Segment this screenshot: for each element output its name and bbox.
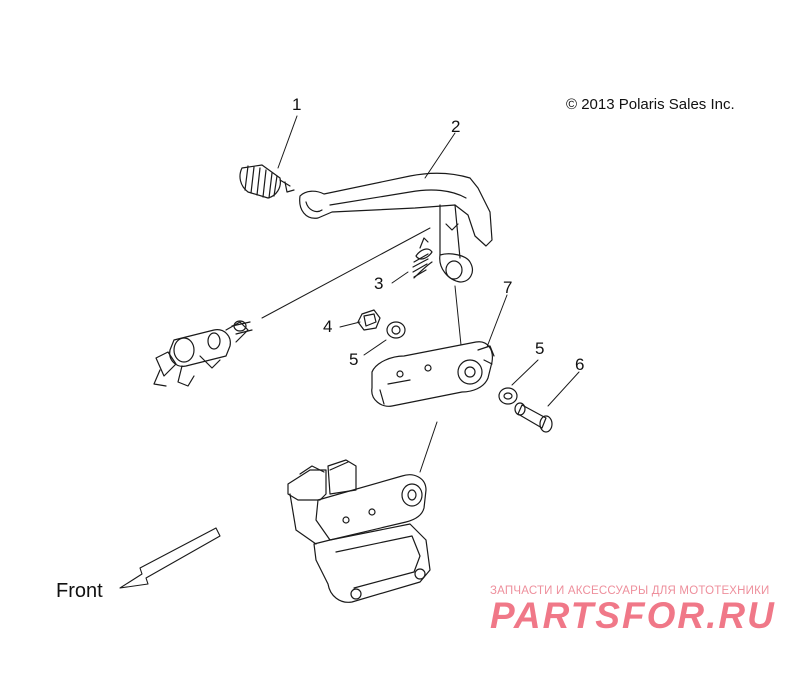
callout-6: 6 bbox=[575, 355, 585, 374]
mounting-bracket bbox=[371, 341, 495, 407]
master-cylinder bbox=[153, 320, 253, 387]
bushing-lower bbox=[498, 387, 518, 405]
callout-2: 2 bbox=[451, 117, 461, 136]
frame-assembly bbox=[287, 459, 431, 603]
leader-lines bbox=[261, 115, 580, 473]
nut bbox=[357, 309, 381, 331]
callout-3: 3 bbox=[374, 274, 384, 293]
callout-5: 5 bbox=[535, 339, 545, 358]
footpeg-rubber bbox=[239, 164, 295, 199]
callout-1: 1 bbox=[292, 95, 302, 114]
brake-pedal bbox=[299, 172, 493, 283]
callout-5: 5 bbox=[349, 350, 359, 369]
return-spring bbox=[412, 237, 433, 279]
watermark-tagline: ЗАПЧАСТИ И АКСЕССУАРЫ ДЛЯ МОТОТЕХНИКИ bbox=[490, 585, 770, 597]
pivot-bolt bbox=[514, 402, 553, 433]
bushing-upper bbox=[386, 321, 406, 339]
front-arrow-icon bbox=[119, 527, 221, 589]
callout-4: 4 bbox=[323, 317, 333, 336]
callout-7: 7 bbox=[503, 278, 513, 297]
front-label: Front bbox=[56, 580, 103, 602]
watermark-logo: PARTSFOR.RU bbox=[490, 595, 776, 636]
copyright-text: © 2013 Polaris Sales Inc. bbox=[566, 96, 735, 113]
